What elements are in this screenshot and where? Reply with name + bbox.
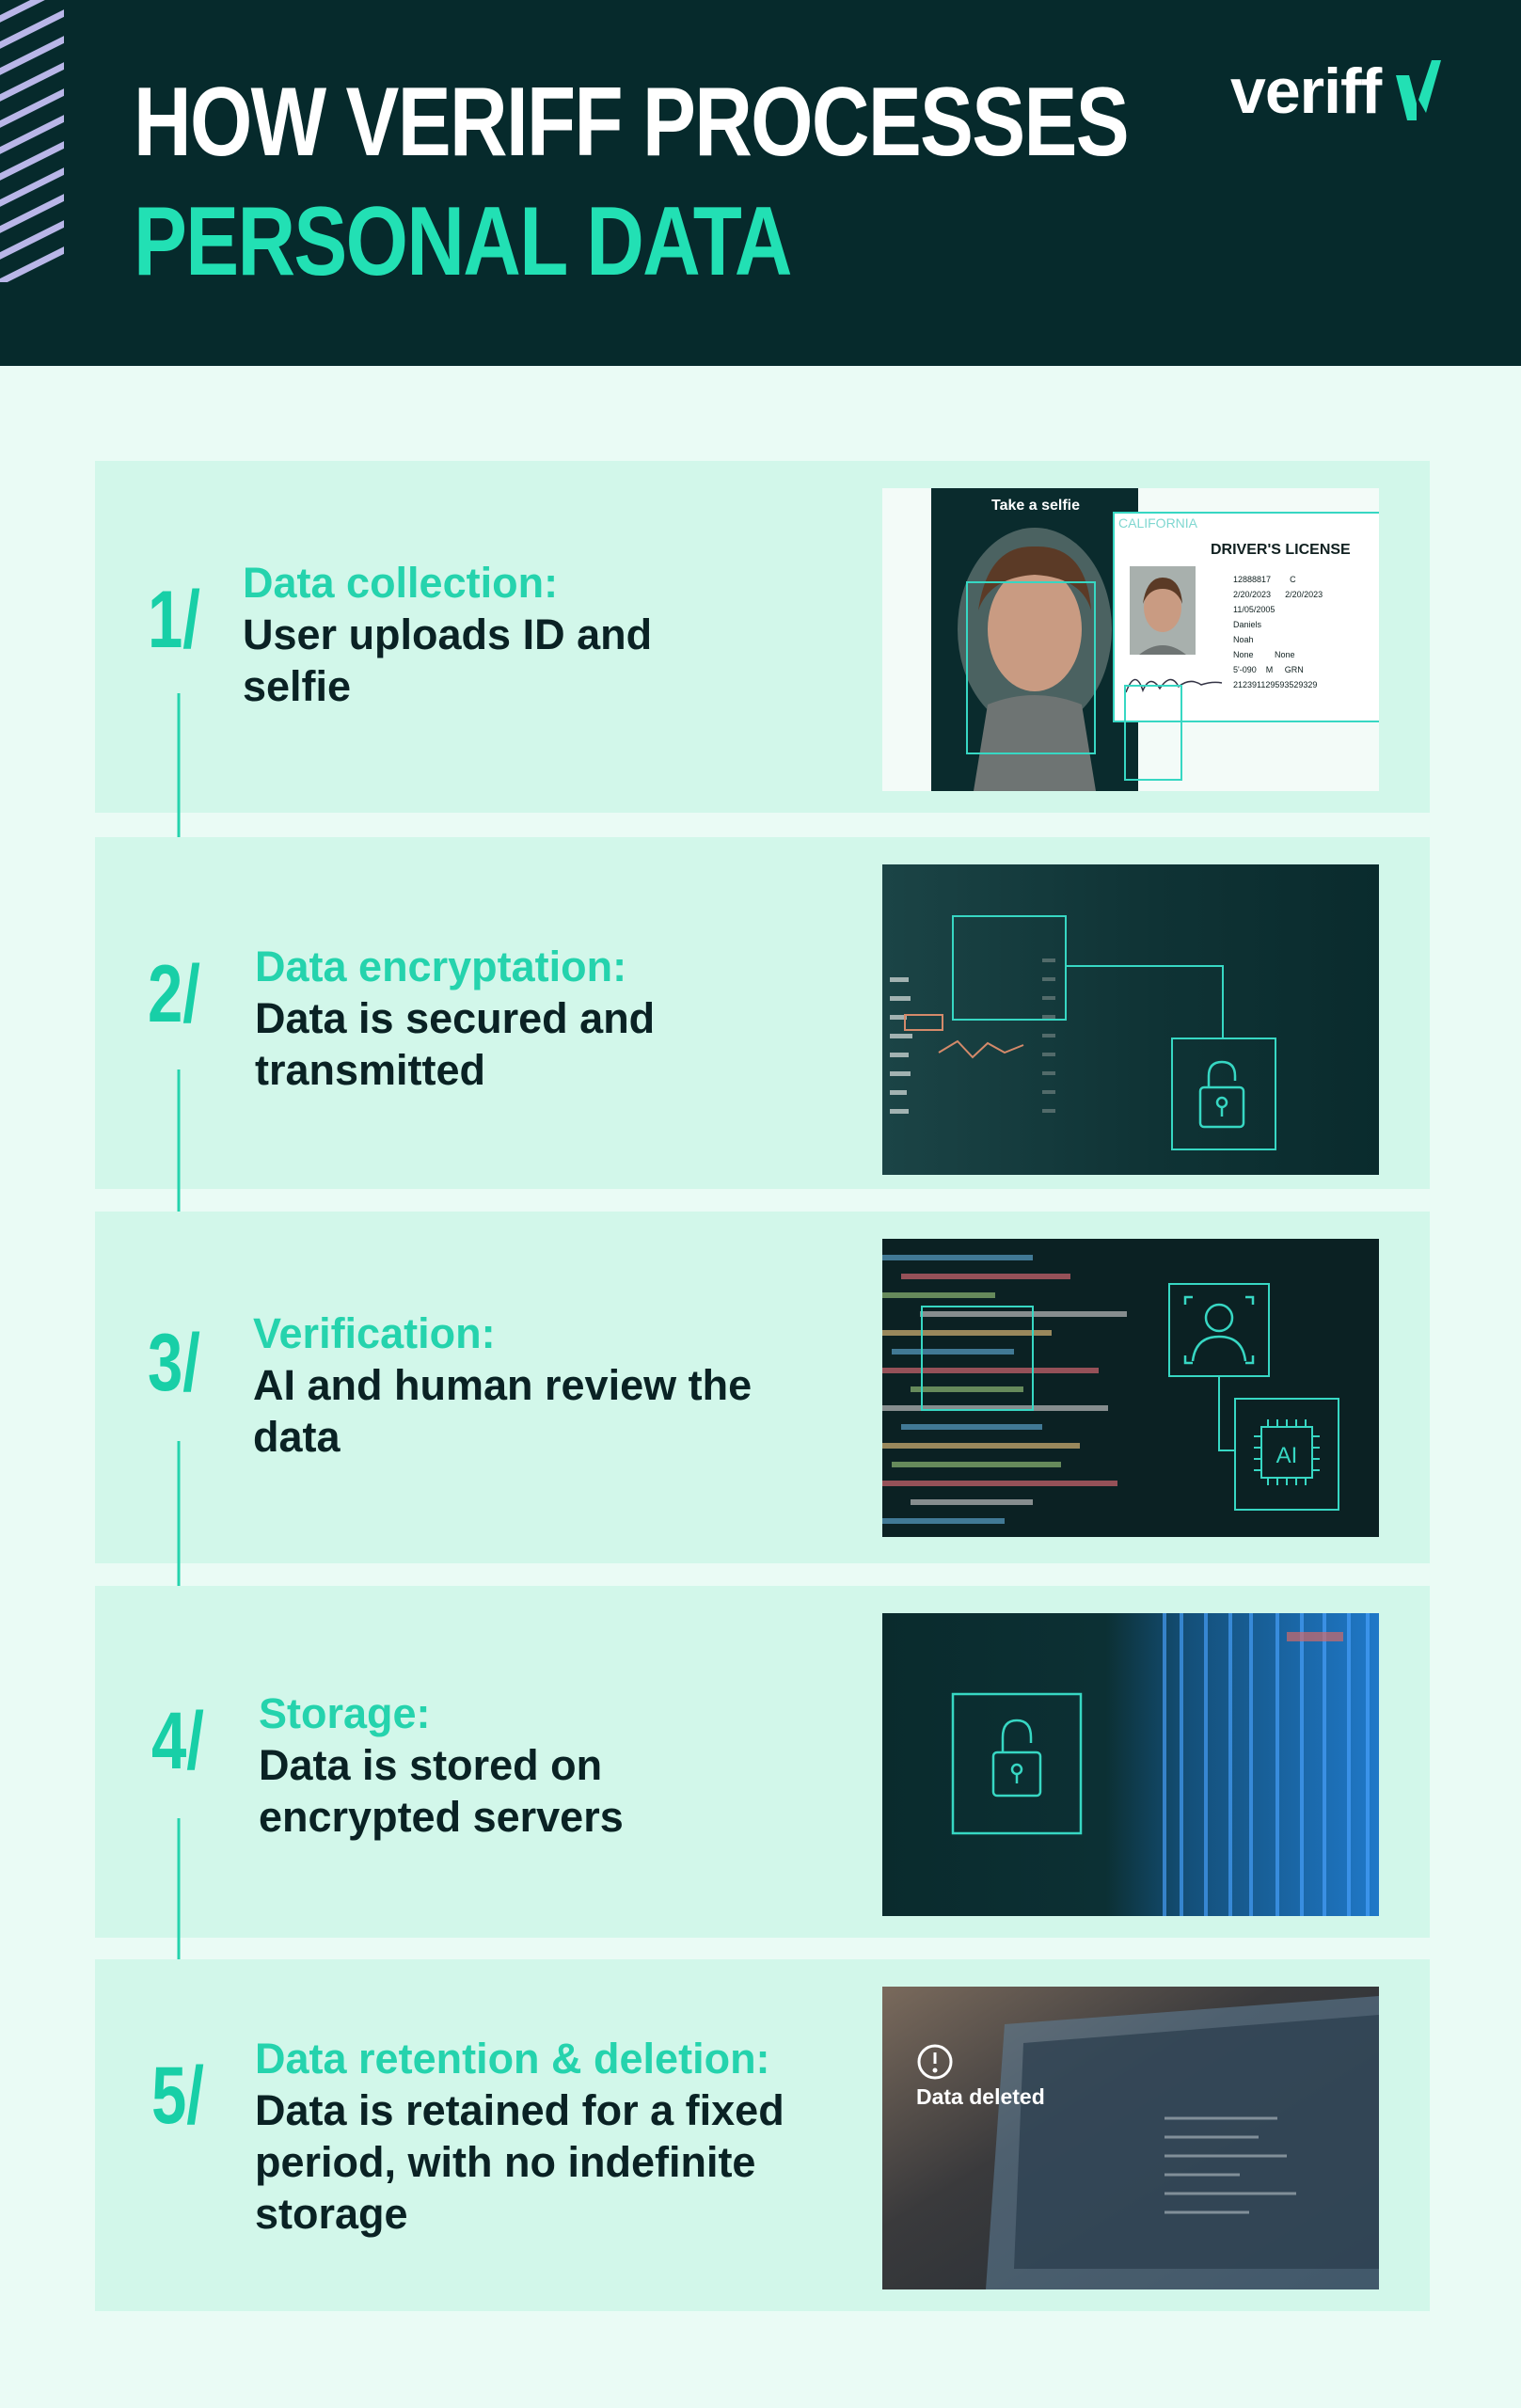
step-4: 4/ Storage: Data is stored on encrypted …: [95, 1586, 1430, 1938]
signature: [1125, 678, 1223, 693]
step-2: 2/ Data encryptation: Data is secured an…: [95, 837, 1430, 1189]
step-2-image: [882, 864, 1379, 1175]
step-text: Data is stored on encrypted servers: [259, 1741, 624, 1841]
step-description: Data encryptation: Data is secured and t…: [255, 941, 744, 1096]
step-number: 5/: [151, 2051, 204, 2141]
drivers-license: CALIFORNIA DRIVER'S LICENSE 12888817 C 2…: [1113, 512, 1379, 722]
brand-name: veriff: [1230, 55, 1382, 127]
step-3-image: AI: [882, 1239, 1379, 1537]
step-label: Storage:: [259, 1689, 431, 1737]
ai-chip-icon: [1254, 1419, 1320, 1485]
deletion-illustration: [882, 1987, 1379, 2289]
selfie-connector: [1124, 685, 1182, 781]
selfie-portrait: [958, 528, 1112, 791]
step-description: Data collection: User uploads ID and sel…: [243, 557, 732, 712]
step-4-image: [882, 1613, 1379, 1916]
lock-icon: [1198, 1060, 1245, 1129]
data-deleted-status: Data deleted: [916, 2084, 1045, 2109]
stripe-decoration: [0, 0, 64, 282]
step-number: 4/: [151, 1696, 204, 1786]
license-state: CALIFORNIA: [1118, 515, 1198, 531]
title-line-2: PERSONAL DATA: [134, 187, 792, 296]
title-line-1: HOW VERIFF PROCESSES: [134, 68, 1130, 177]
header: HOW VERIFF PROCESSES PERSONAL DATA verif…: [0, 0, 1521, 366]
step-text: User uploads ID and selfie: [243, 610, 653, 710]
step-text: AI and human review the data: [253, 1361, 753, 1461]
step-5-image: Data deleted: [882, 1987, 1379, 2289]
step-1-image: Take a selfie CALIFORNIA DRIVER'S LICENS…: [882, 488, 1379, 791]
step-description: Storage: Data is stored on encrypted ser…: [259, 1687, 748, 1843]
step-text: Data is retained for a fixed period, wit…: [255, 2086, 784, 2238]
encryption-illustration: [882, 864, 1379, 1175]
lock-icon: [991, 1719, 1042, 1798]
step-number: 1/: [148, 575, 200, 665]
storage-illustration: [882, 1613, 1379, 1916]
step-label: Data encryptation:: [255, 943, 627, 990]
step-5: 5/ Data retention & deletion: Data is re…: [95, 1959, 1430, 2311]
step-label: Data collection:: [243, 559, 559, 607]
brand-logo: veriff: [1230, 58, 1443, 124]
step-number: 2/: [148, 949, 200, 1039]
license-fields: 12888817 C 2/20/2023 2/20/2023 11/05/200…: [1233, 575, 1323, 689]
license-photo: [1130, 566, 1196, 655]
step-1: 1/ Data collection: User uploads ID and …: [95, 461, 1430, 813]
step-3: 3/ Verification: AI and human review the…: [95, 1212, 1430, 1563]
step-number: 3/: [148, 1318, 200, 1408]
step-description: Data retention & deletion: Data is retai…: [255, 2033, 819, 2240]
alert-icon: [917, 2044, 953, 2080]
step-label: Verification:: [253, 1309, 496, 1357]
verification-illustration: AI: [882, 1239, 1379, 1537]
step-text: Data is secured and transmitted: [255, 994, 656, 1094]
selfie-prompt: Take a selfie: [991, 498, 1080, 514]
selfie-screen: Take a selfie: [931, 488, 1138, 791]
veriff-check-icon: [1396, 60, 1442, 120]
step-description: Verification: AI and human review the da…: [253, 1307, 761, 1463]
license-title: DRIVER'S LICENSE: [1211, 542, 1351, 558]
step-label: Data retention & deletion:: [255, 2035, 770, 2083]
person-icon: [1183, 1295, 1255, 1365]
ai-label: AI: [1276, 1443, 1298, 1468]
